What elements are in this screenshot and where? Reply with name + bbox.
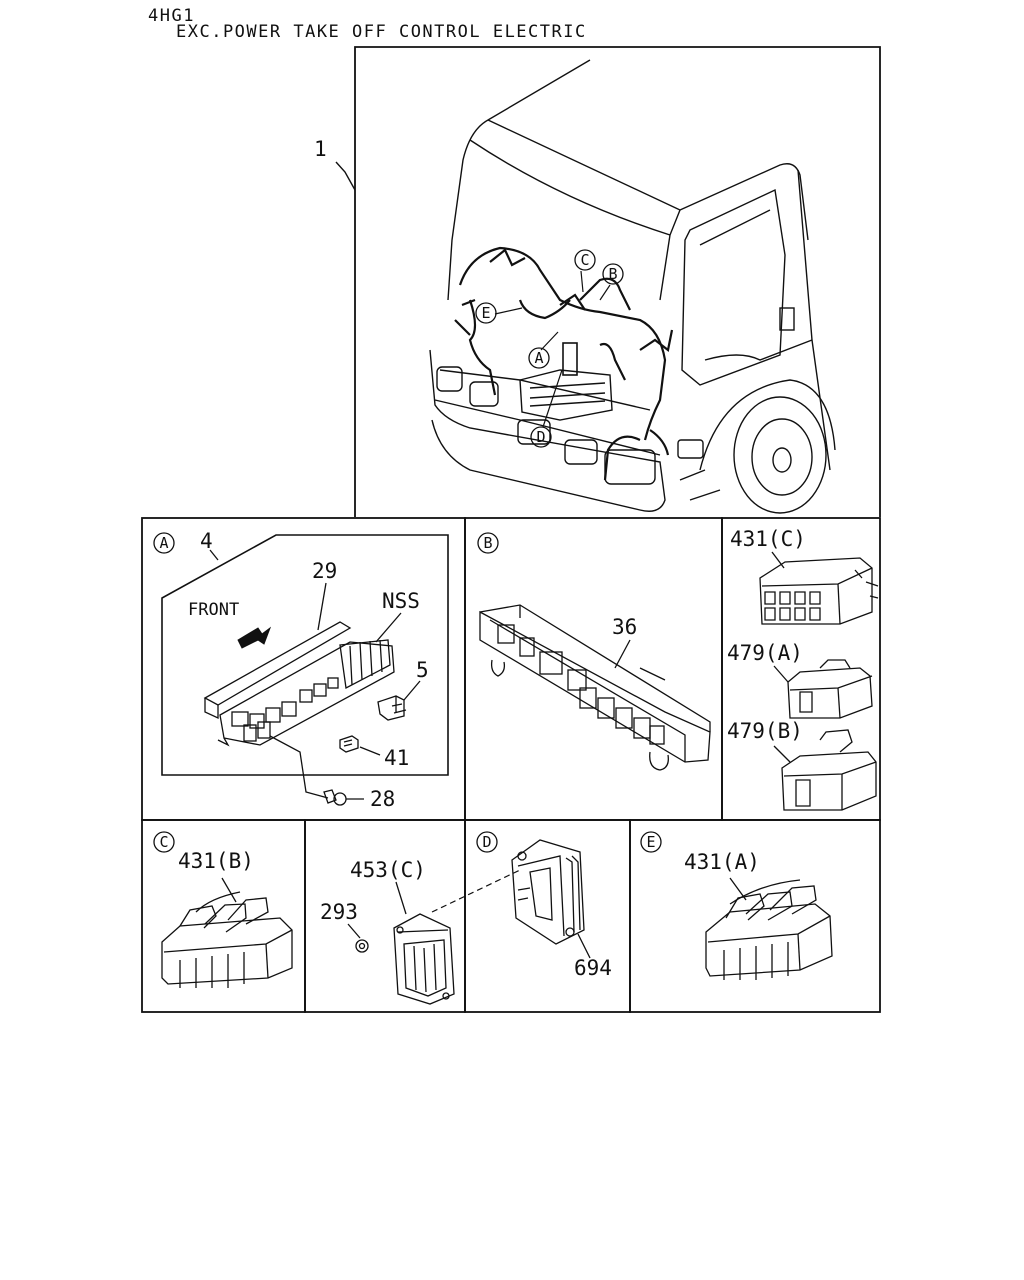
svg-text:A: A	[159, 534, 168, 552]
ecu-bracket-illustration	[511, 839, 585, 945]
overview-callout-d: D	[530, 426, 552, 448]
part-479a-label: 479(A)	[727, 641, 803, 665]
svg-text:E: E	[646, 833, 655, 851]
svg-text:D: D	[482, 833, 491, 851]
svg-text:A: A	[534, 349, 543, 367]
part-4-label: 4	[200, 529, 213, 553]
front-arrow-icon	[237, 626, 272, 649]
panel-d-circle-label: D	[476, 831, 498, 853]
part-5-label: 5	[416, 658, 429, 682]
svg-text:B: B	[483, 534, 492, 552]
panel-a-circle-label: A	[153, 532, 175, 554]
diagram-subtitle: EXC.POWER TAKE OFF CONTROL ELECTRIC	[176, 22, 587, 42]
overview-callout-c: C	[574, 249, 596, 271]
svg-text:D: D	[536, 428, 545, 446]
svg-text:C: C	[159, 833, 168, 851]
part-479b-label: 479(B)	[727, 719, 803, 743]
relay-bracket-illustration	[479, 604, 711, 771]
part-36-label: 36	[612, 615, 637, 639]
truck-cab-illustration	[429, 59, 836, 514]
part-453c-label: 453(C)	[350, 858, 426, 882]
overview-callout-e: E	[475, 302, 497, 324]
panel-b-circle-label: B	[477, 532, 499, 554]
connector-431b-illustration	[161, 891, 293, 988]
wiring-harness	[454, 246, 674, 481]
connector-431a-illustration	[705, 879, 833, 980]
overview-callout-b: B	[602, 263, 624, 285]
panel-c	[141, 819, 306, 1013]
panel-b	[464, 517, 723, 821]
part-431a-label: 431(A)	[684, 850, 760, 874]
front-label: FRONT	[188, 600, 239, 620]
connector-431c-illustration	[759, 557, 879, 625]
svg-text:E: E	[481, 304, 490, 322]
part-41-label: 41	[384, 746, 409, 770]
svg-text:B: B	[608, 265, 617, 283]
panel-e	[629, 819, 881, 1013]
connector-479b-illustration	[781, 729, 877, 811]
callout-1: 1	[314, 137, 327, 161]
connector-479a-illustration	[787, 659, 873, 719]
part-431c-label: 431(C)	[730, 527, 806, 551]
part-694-label: 694	[574, 956, 612, 980]
overview-panel	[335, 46, 881, 517]
panel-a	[141, 517, 466, 821]
part-431b-label: 431(B)	[178, 849, 254, 873]
part-nss-label: NSS	[382, 589, 420, 613]
part-293-label: 293	[320, 900, 358, 924]
part-29-label: 29	[312, 559, 337, 583]
ecu-module-illustration	[355, 913, 455, 1005]
overview-callout-a: A	[528, 347, 550, 369]
connectors-panel	[721, 517, 881, 821]
panel-e-circle-label: E	[640, 831, 662, 853]
model-code: 4HG1	[148, 6, 195, 26]
svg-text:C: C	[580, 251, 589, 269]
panel-c-circle-label: C	[153, 831, 175, 853]
panel-d	[464, 819, 631, 1013]
fuse-relay-box-illustration	[203, 621, 407, 806]
part-28-label: 28	[370, 787, 395, 811]
